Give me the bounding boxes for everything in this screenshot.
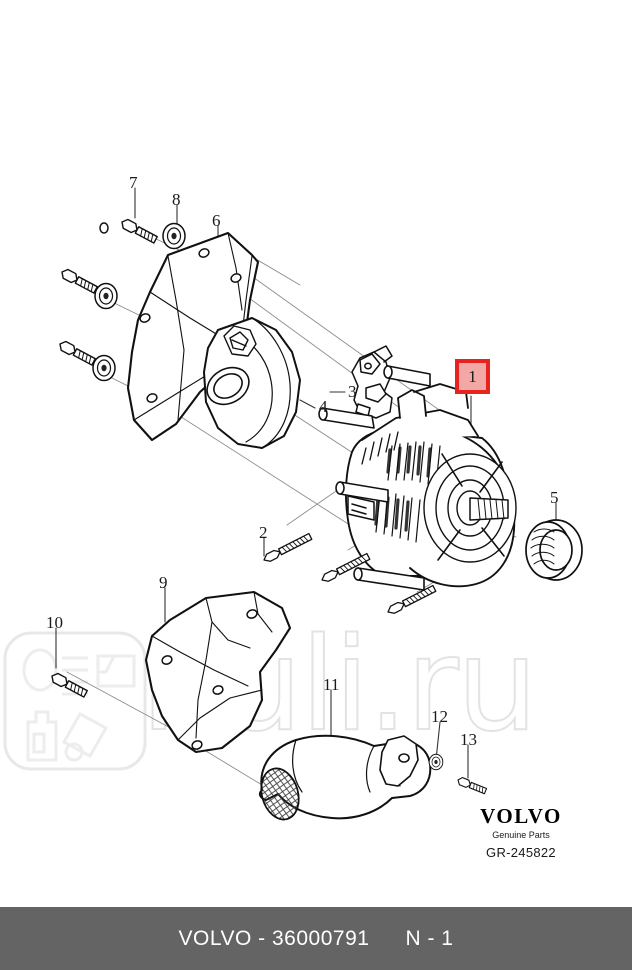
exploded-diagram: Ruli.ru: [3, 173, 586, 860]
footer-part-number: VOLVO - 36000791: [178, 926, 370, 950]
volvo-wordmark: VOLVO: [480, 804, 562, 828]
footer-page-number: N - 1: [405, 926, 454, 950]
callout-5: 5: [550, 488, 559, 507]
callout-13: 13: [460, 730, 477, 749]
callout-3: 3: [348, 382, 357, 401]
volvo-brand-block: VOLVO Genuine Parts GR-245822: [456, 804, 586, 860]
callout-2: 2: [259, 523, 268, 542]
callout-6: 6: [212, 211, 221, 230]
genuine-parts-subtitle: Genuine Parts: [492, 830, 550, 840]
callout-1-highlight[interactable]: 1: [455, 359, 490, 394]
callout-8: 8: [172, 190, 181, 209]
callout-7: 7: [129, 173, 138, 192]
callout-9: 9: [159, 573, 168, 592]
callout-11: 11: [323, 675, 340, 694]
callout-1-label: 1: [468, 366, 477, 386]
callout-12: 12: [431, 707, 448, 726]
footer-bar: VOLVO - 36000791 N - 1: [0, 907, 632, 970]
callout-4: 4: [319, 397, 328, 416]
callout-10: 10: [46, 613, 63, 632]
drawing-code: GR-245822: [486, 845, 556, 860]
technical-line-drawing: [48, 187, 583, 821]
